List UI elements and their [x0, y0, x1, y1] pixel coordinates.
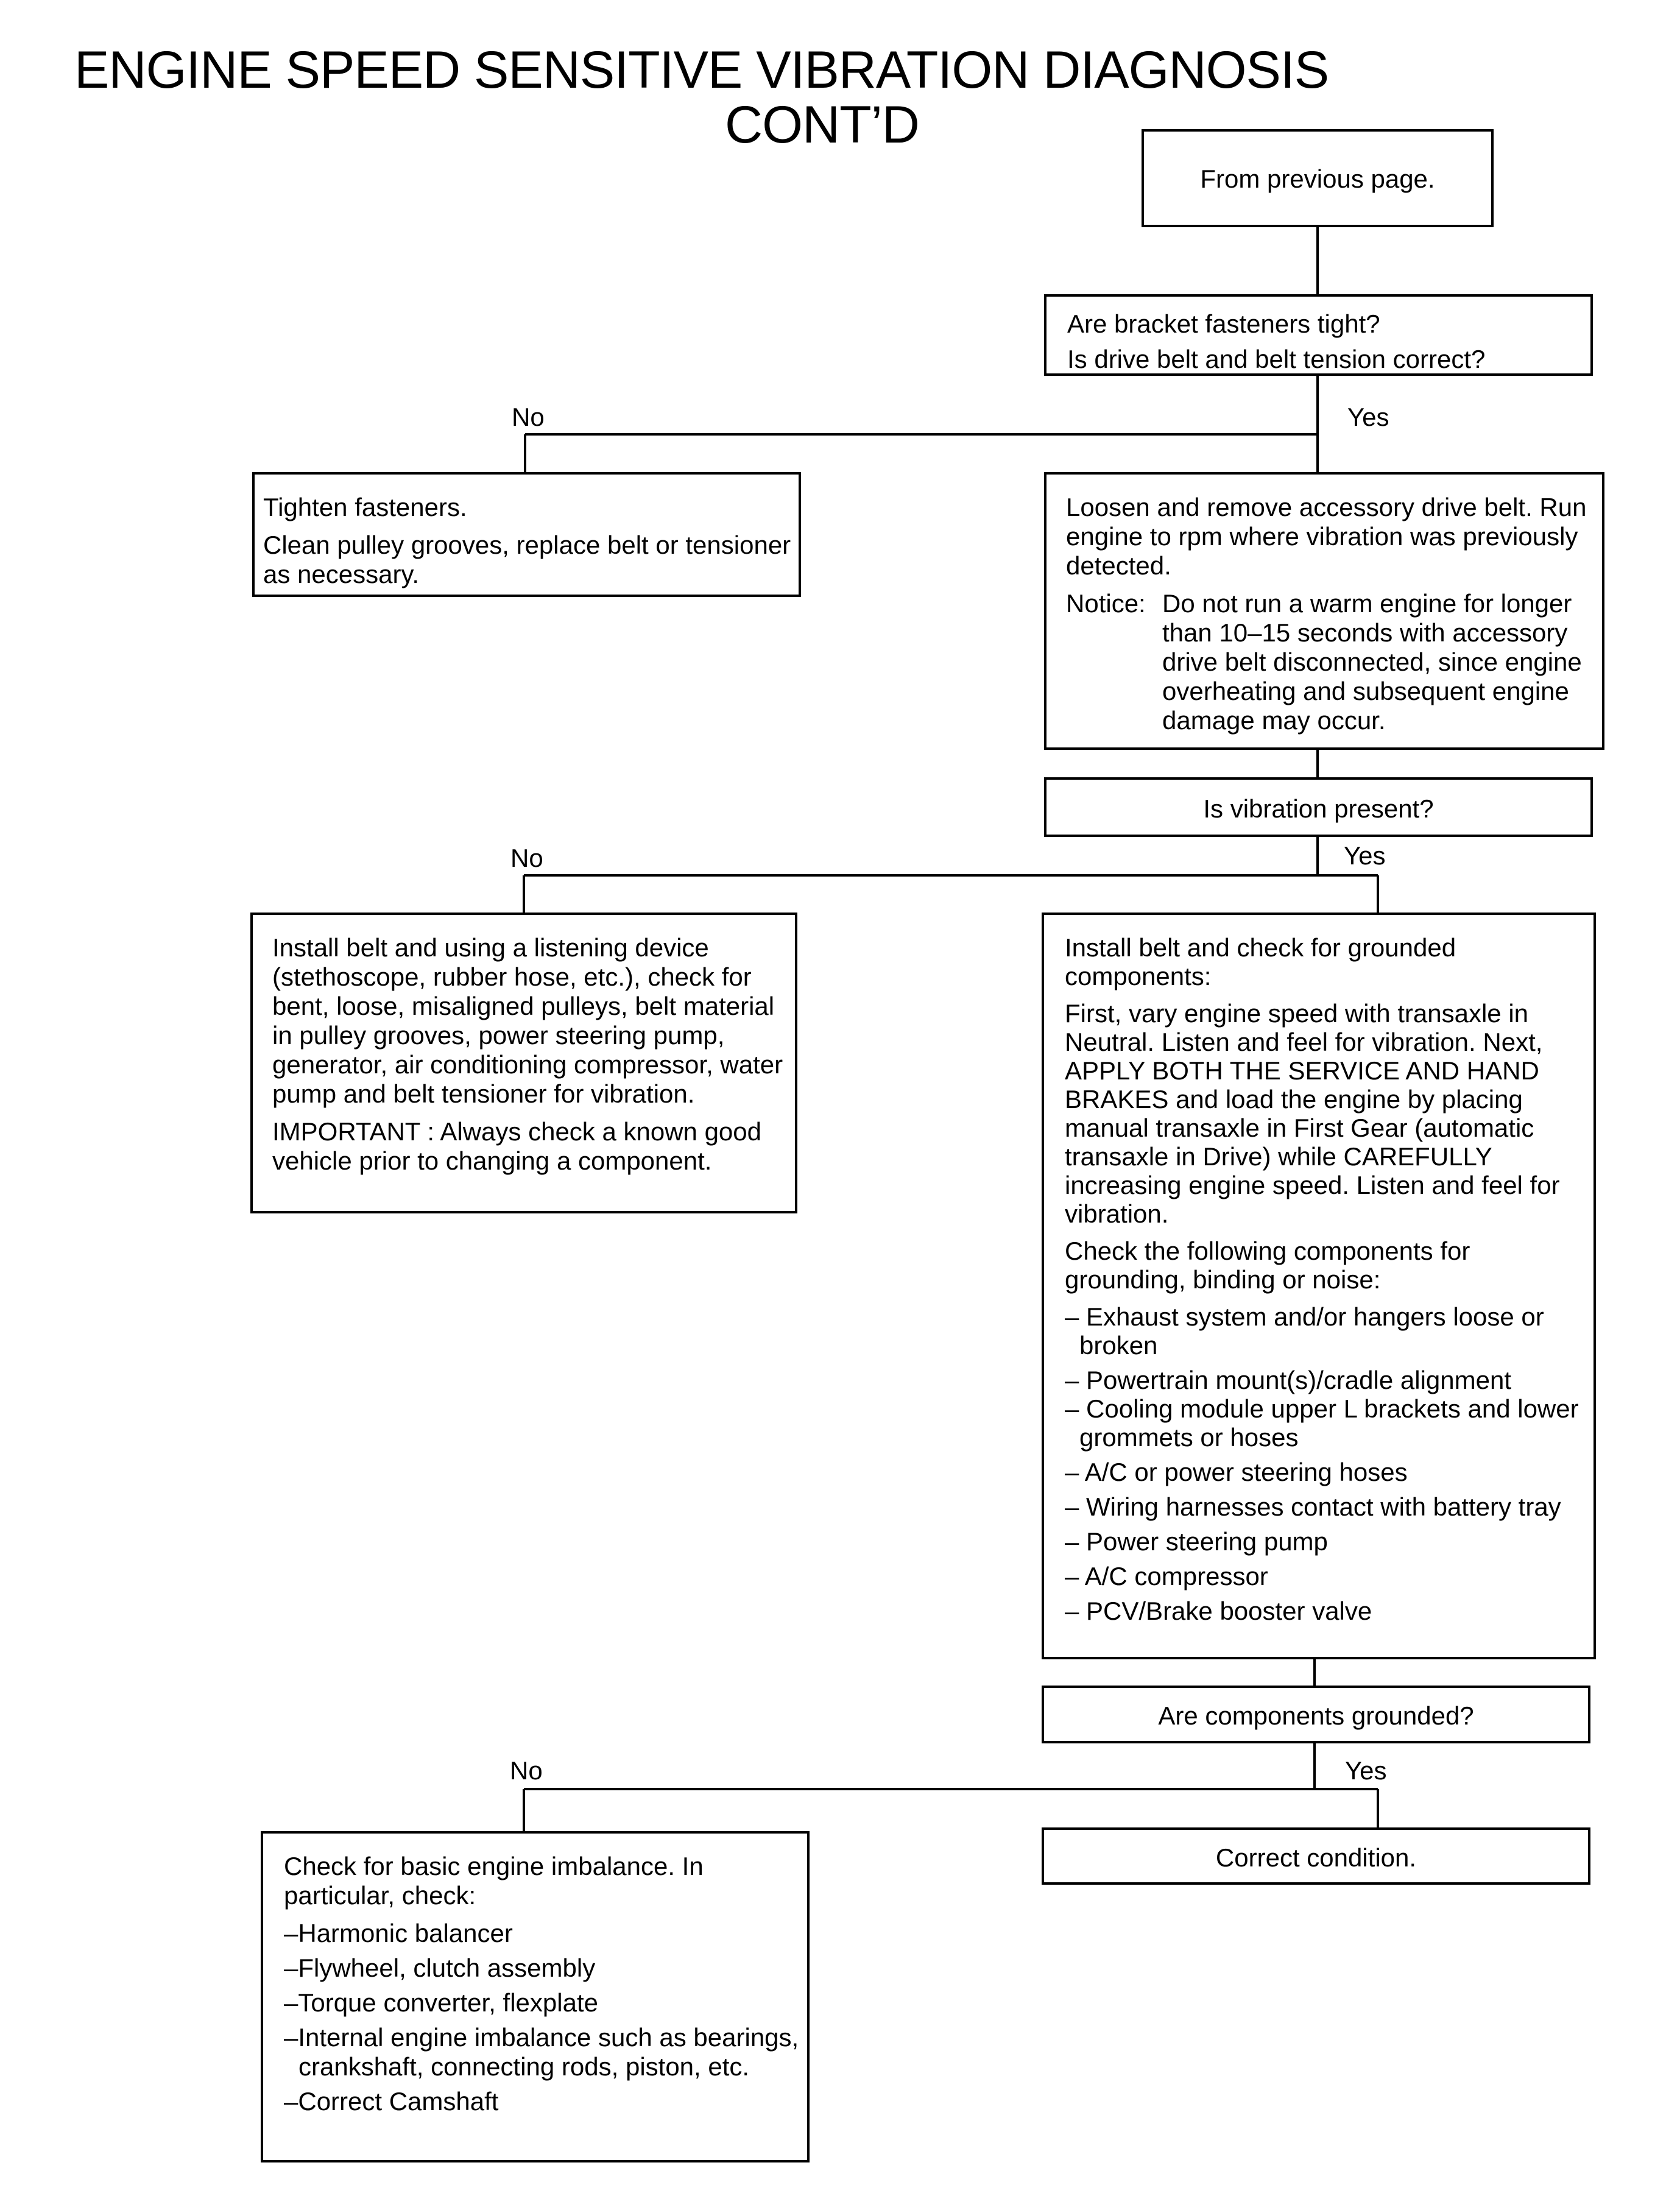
list-item: –Harmonic balancer — [284, 1919, 513, 1947]
list-item: –Torque converter, flexplate — [284, 1988, 598, 2017]
action-line: Tighten fasteners. — [263, 493, 467, 521]
page-title: ENGINE SPEED SENSITIVE VIBRATION DIAGNOS… — [74, 41, 1329, 99]
question-bracket-fasteners: Are bracket fasteners tight? Is drive be… — [1044, 294, 1593, 376]
action-text: Install belt and check for grounded comp… — [1065, 933, 1456, 990]
list-item: – Exhaust system and/or hangers loose or… — [1065, 1302, 1544, 1360]
list-item: – Cooling module upper L brackets and lo… — [1065, 1394, 1579, 1452]
question-line: Is drive belt and belt tension correct? — [1067, 345, 1486, 373]
action-text: Loosen and remove accessory drive belt. … — [1066, 493, 1587, 580]
yes-label: Yes — [1347, 403, 1389, 431]
basic-engine-imbalance-box: Check for basic engine imbalance. In par… — [261, 1831, 810, 2162]
yes-label: Yes — [1345, 1756, 1387, 1785]
list-item: – Wiring harnesses contact with battery … — [1065, 1492, 1561, 1521]
install-belt-grounded-box: Install belt and check for grounded comp… — [1042, 913, 1596, 1659]
action-text: Check for basic engine imbalance. In par… — [284, 1852, 704, 1910]
list-item: – PCV/Brake booster valve — [1065, 1597, 1372, 1625]
list-item: – Powertrain mount(s)/cradle alignment — [1065, 1366, 1511, 1394]
list-item: –Correct Camshaft — [284, 2087, 499, 2116]
list-item: –Flywheel, clutch assembly — [284, 1954, 596, 1982]
action-text: Correct condition. — [1215, 1843, 1417, 1872]
question-text: Are components grounded? — [1158, 1701, 1474, 1730]
question-vibration-present: Is vibration present? — [1044, 777, 1593, 837]
notice-text: Do not run a warm engine for longer than… — [1162, 589, 1582, 735]
question-line: Are bracket fasteners tight? — [1067, 309, 1380, 338]
action-text: Install belt and using a listening devic… — [272, 933, 783, 1108]
loosen-belt-box: Loosen and remove accessory drive belt. … — [1044, 472, 1604, 750]
important-note: IMPORTANT : Always check a known good ve… — [272, 1117, 762, 1175]
notice-label: Notice: — [1066, 589, 1146, 618]
action-text: Check the following components for groun… — [1065, 1237, 1470, 1294]
from-previous-page-box: From previous page. — [1142, 129, 1494, 227]
notice: Notice: Do not run a warm engine for lon… — [1066, 589, 1597, 735]
install-belt-listening-box: Install belt and using a listening devic… — [250, 913, 797, 1213]
no-label: No — [510, 1756, 543, 1785]
list-item: – A/C compressor — [1065, 1562, 1268, 1590]
action-line: Clean pulley grooves, replace belt or te… — [263, 531, 791, 588]
list-item: – Power steering pump — [1065, 1527, 1328, 1556]
question-text: Is vibration present? — [1203, 794, 1434, 823]
list-item: – A/C or power steering hoses — [1065, 1458, 1408, 1486]
question-components-grounded: Are components grounded? — [1042, 1686, 1590, 1743]
action-text: First, vary engine speed with transaxle … — [1065, 999, 1560, 1228]
no-label: No — [512, 403, 545, 431]
from-previous-page-text: From previous page. — [1200, 164, 1435, 193]
correct-condition-box: Correct condition. — [1042, 1827, 1590, 1885]
page-subtitle: CONT’D — [725, 96, 920, 154]
tighten-fasteners-box: Tighten fasteners. Clean pulley grooves,… — [252, 472, 801, 597]
no-label: No — [510, 844, 543, 872]
yes-label: Yes — [1344, 841, 1386, 870]
list-item: –Internal engine imbalance such as beari… — [284, 2023, 799, 2081]
